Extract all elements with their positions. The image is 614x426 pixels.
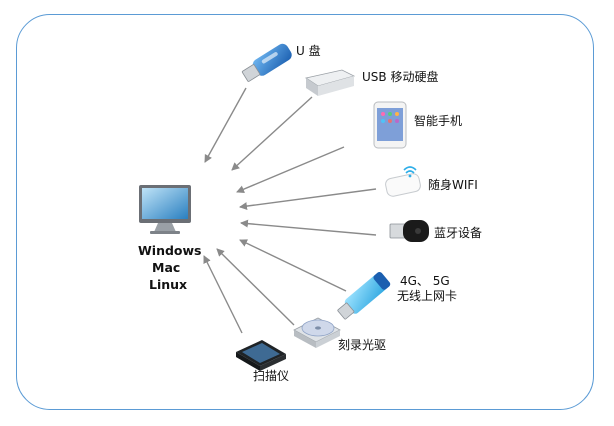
arrow-bluetooth (240, 219, 377, 236)
label-optical-drive: 刻录光驱 (338, 338, 387, 352)
os-label-windows: Windows (138, 243, 202, 258)
usb-flash-drive-icon (241, 43, 292, 82)
arrow-usb-flash (204, 87, 247, 163)
os-label-linux: Linux (149, 277, 188, 292)
arrow-scanner (203, 255, 243, 334)
portable-wifi-icon (385, 166, 421, 197)
arrow-portable-wifi (239, 188, 377, 211)
label-modem-line2: 无线上网卡 (397, 289, 458, 303)
label-portable-wifi: 随身WIFI (428, 178, 478, 192)
arrow-usb-hdd (231, 96, 313, 171)
label-scanner: 扫描仪 (253, 369, 290, 383)
label-bluetooth: 蓝牙设备 (434, 226, 483, 240)
arrow-smartphone (236, 146, 345, 193)
computer-monitor-icon (139, 185, 191, 234)
smartphone-icon (373, 101, 407, 149)
label-usb-flash-drive: U 盘 (296, 44, 321, 58)
label-modem-line1: 4G、 5G (400, 274, 450, 288)
arrow-wireless-modem (239, 239, 347, 292)
wireless-modem-icon (337, 271, 391, 320)
diagram-frame (16, 14, 594, 410)
optical-drive-icon (293, 317, 341, 348)
os-label-mac: Mac (152, 260, 181, 275)
scanner-icon (236, 340, 286, 371)
label-smartphone: 智能手机 (414, 114, 463, 128)
label-usb-hard-drive: USB 移动硬盘 (362, 70, 439, 84)
arrow-optical-drive (216, 248, 295, 326)
bluetooth-adapter-icon (389, 220, 429, 242)
usb-hard-drive-icon (304, 69, 356, 96)
